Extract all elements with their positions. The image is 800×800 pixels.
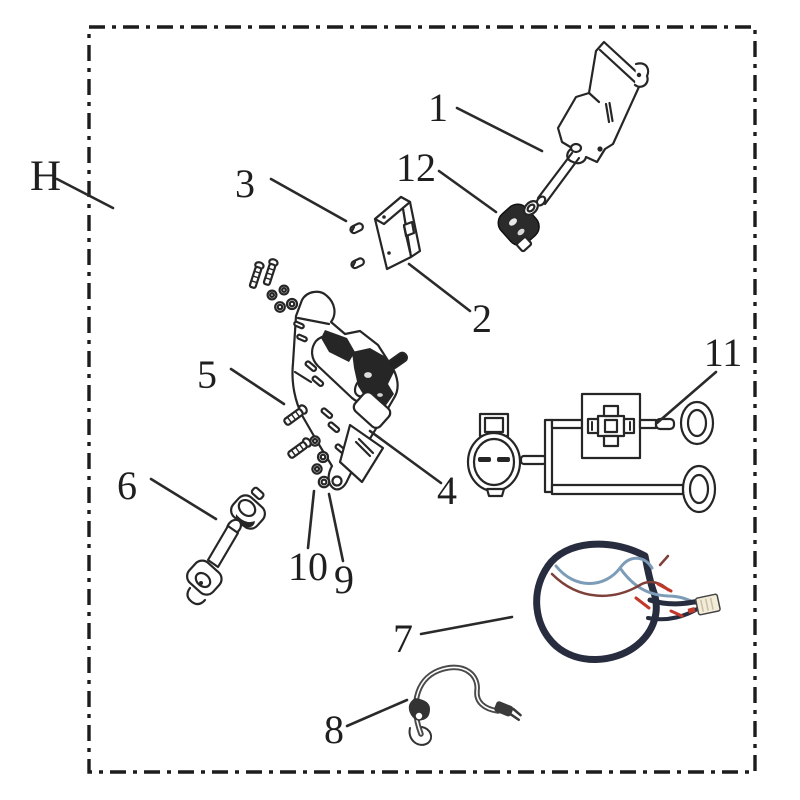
leader-line-6 — [149, 477, 218, 521]
leader-line-H — [55, 177, 115, 210]
leader-line-11 — [655, 370, 718, 425]
wire-harness-drawing — [533, 540, 721, 663]
universal-joint-drawing — [186, 486, 266, 606]
leader-line-5 — [229, 367, 286, 406]
callout-label-4: 4 — [437, 468, 457, 513]
leader-line-3 — [269, 177, 348, 223]
lock-screws-drawing — [283, 404, 312, 459]
callout-label-6: 6 — [117, 463, 137, 508]
leader-line-7 — [419, 615, 514, 636]
switch-connector-drawing — [497, 200, 540, 253]
small-cable-drawing — [408, 664, 522, 746]
callout-label-9: 9 — [334, 557, 354, 602]
callout-label-2: 2 — [472, 296, 492, 341]
callout-label-8: 8 — [324, 707, 344, 752]
leader-line-1 — [455, 106, 544, 153]
leader-line-8 — [345, 698, 409, 728]
leader-line-2 — [407, 262, 472, 313]
leader-line-12 — [437, 169, 498, 214]
bracket-assembly-drawing — [291, 290, 409, 491]
section-label: H — [30, 153, 61, 200]
callout-label-7: 7 — [393, 616, 413, 661]
wiring-schematic-drawing — [466, 392, 717, 514]
callout-label-10: 10 — [288, 544, 328, 589]
mounting-pins-drawing — [349, 222, 365, 270]
washers-drawing — [309, 435, 331, 489]
cdi-unit-drawing — [373, 195, 422, 271]
callout-label-5: 5 — [197, 352, 217, 397]
leader-line-10 — [306, 489, 316, 550]
callout-label-11: 11 — [704, 330, 743, 375]
leader-lines — [55, 106, 718, 728]
callout-label-3: 3 — [235, 161, 255, 206]
callout-label-1: 1 — [428, 85, 448, 130]
bracket-bolts-washers-drawing — [248, 258, 299, 313]
leader-line-9 — [327, 492, 345, 563]
ignition-switch-drawing — [535, 40, 650, 207]
section-boundary-border — [87, 25, 757, 774]
callout-label-12: 12 — [396, 145, 436, 190]
leader-line-4 — [368, 429, 443, 485]
